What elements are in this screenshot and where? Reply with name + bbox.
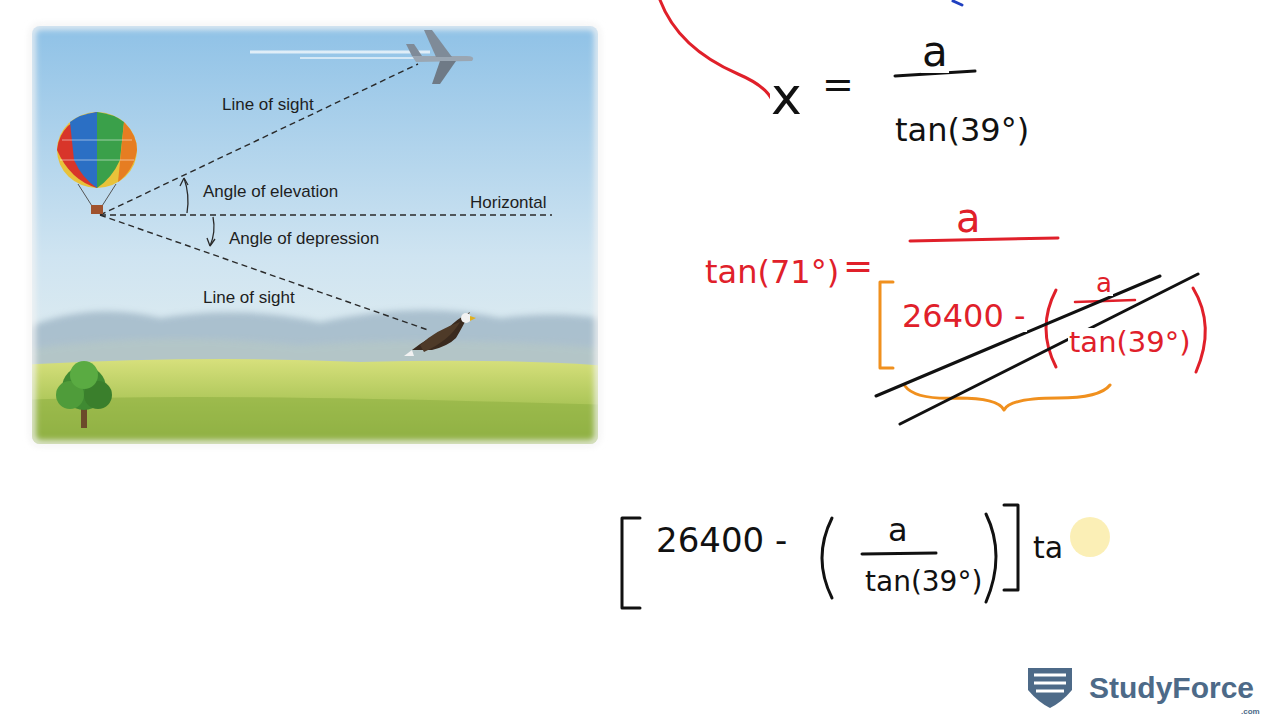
math-denominator: tan(39°) [864,568,983,596]
logo-text: StudyForce [1089,673,1254,703]
math-term: ta [1032,533,1064,563]
math-denominator: tan(39°) [1068,328,1192,357]
scene-background [32,26,598,444]
angle-label: Angle of depression [229,230,379,247]
math-sign: = [842,248,874,284]
tree [56,361,112,428]
eagle [404,312,476,356]
math-term: tan(71°) [704,256,840,288]
math-sign: = [821,65,855,103]
scene-edge [32,26,598,444]
sight-lines [100,64,552,330]
line-label: Horizontal [470,194,547,211]
math-numerator: a [955,198,982,238]
hot-air-balloon [57,112,137,214]
cursor-highlight [1070,517,1110,557]
line-label: Line of sight [222,96,314,113]
angle-label: Angle of elevation [203,183,338,200]
math-numerator: a [1095,270,1113,296]
math-term: 26400 - [901,300,1027,332]
logo-suffix: .com [1241,708,1260,716]
math-denominator: tan(39°) [894,114,1030,146]
math-numerator: a [921,31,949,73]
line-label: Line of sight [203,289,295,306]
handwriting-strokes [622,0,1205,608]
airplane [250,30,473,84]
logo-icon [1028,668,1072,708]
math-term: 26400 - [655,523,788,557]
math-numerator: a [887,514,909,546]
math-variable: x [770,70,803,122]
